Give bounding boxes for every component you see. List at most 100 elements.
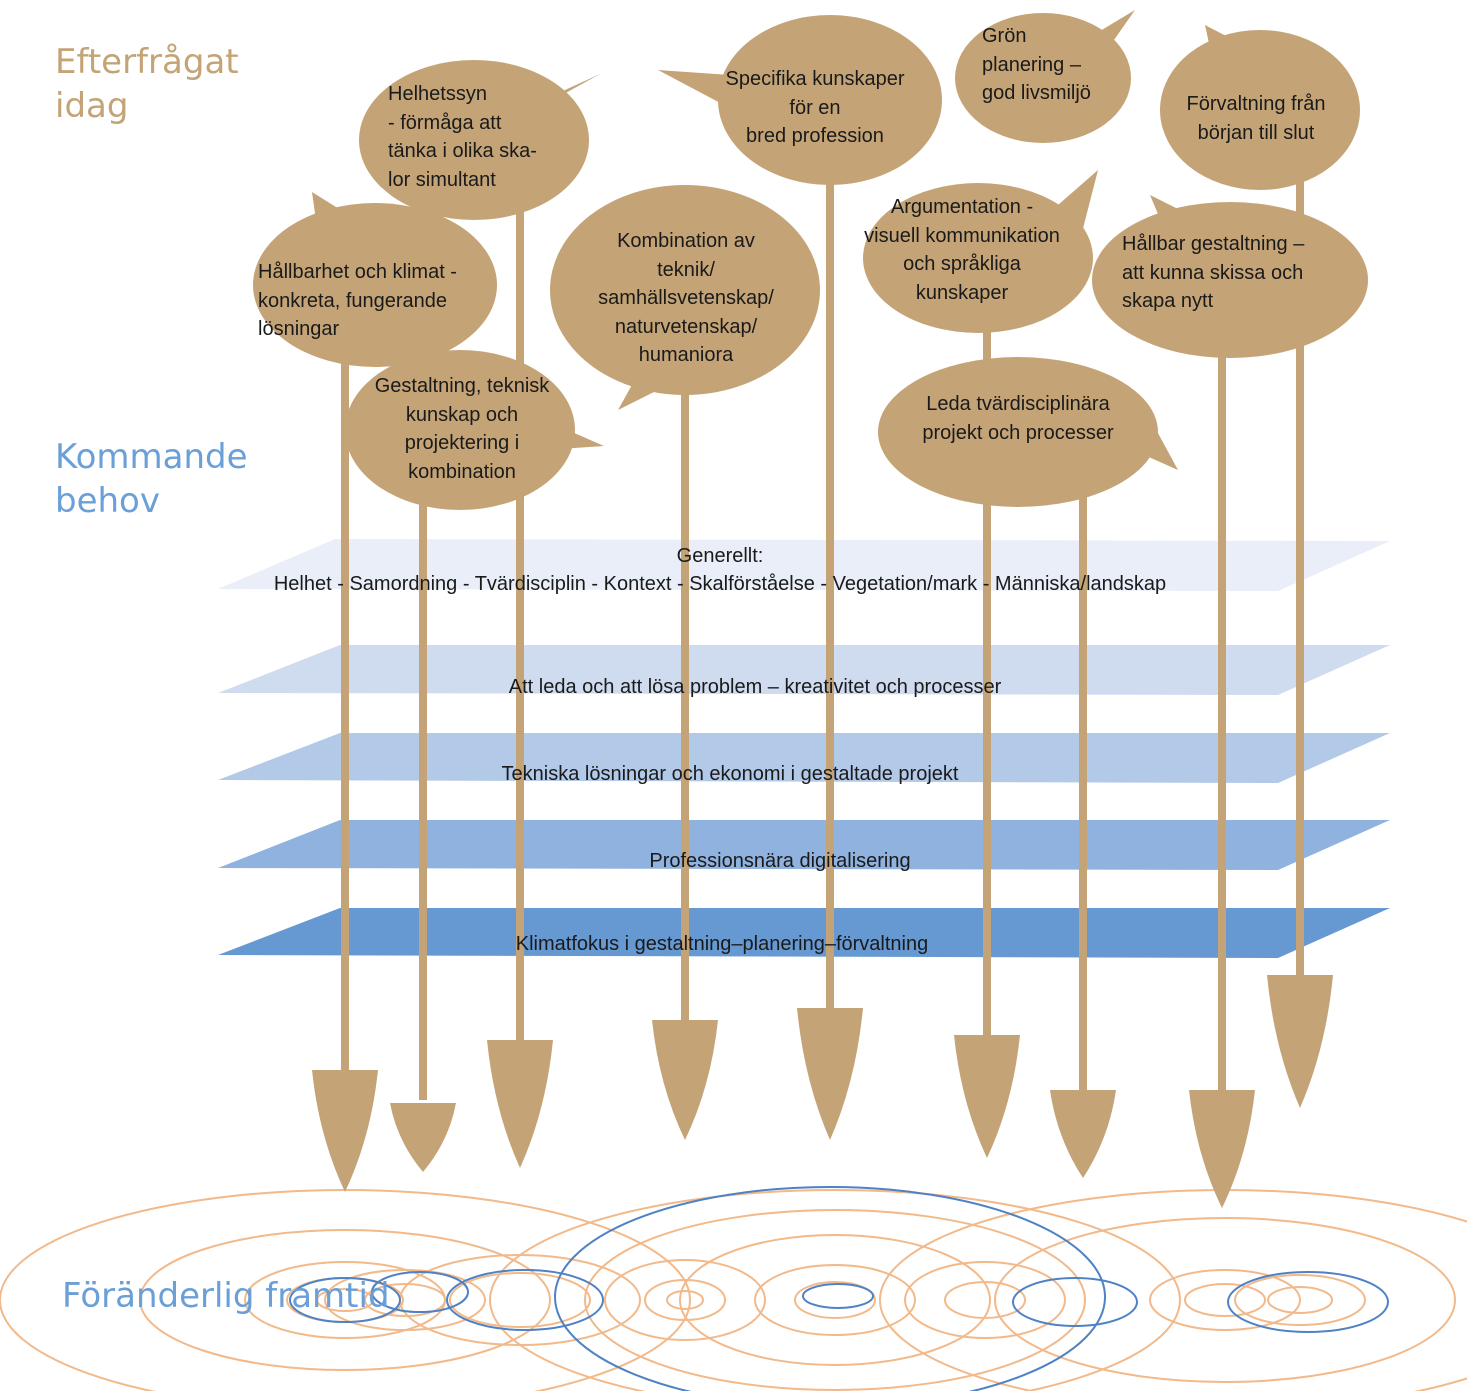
bubble-line: kunskaper <box>915 281 1009 304</box>
bubble-text: Kombination av teknik/samhällsvetenskap/n… <box>598 227 774 370</box>
bubble-text: Hållbar gestaltning –att kunna skissa oc… <box>1122 230 1304 316</box>
bubble-line: teknik/ <box>657 258 715 281</box>
bubble-tail <box>1050 170 1098 248</box>
layer-label: Helhet - Samordning - Tvärdisciplin - Ko… <box>273 573 1167 595</box>
bubble-line: lor simultant <box>388 168 496 191</box>
bubble-line: naturvetenskap/ <box>614 315 758 338</box>
arrow-head <box>390 1103 456 1172</box>
layer-label: Tekniska lösningar och ekonomi i gestalt… <box>501 763 959 785</box>
arrow-head <box>1050 1090 1116 1178</box>
bubble-line: samhällsvetenskap/ <box>598 287 774 309</box>
ripple-ring <box>1267 1286 1333 1314</box>
ripple-ring-blue <box>1012 1277 1138 1327</box>
ripple-ring <box>316 1288 374 1312</box>
ripple-ring <box>944 1281 1026 1319</box>
ripple-ring <box>904 1261 1066 1339</box>
ripple-ring-blue <box>446 1269 604 1331</box>
layer-plane <box>218 539 1390 591</box>
ripple-ring <box>584 1209 1086 1391</box>
bubble-line: för en <box>789 96 841 119</box>
label-coming-needs: Kommande behov <box>55 435 248 523</box>
bubble-line: god livsmiljö <box>982 82 1091 104</box>
label-changing-future: Föränderlig framtid <box>62 1276 390 1316</box>
layer-plane <box>218 908 1390 958</box>
speech-bubble <box>863 183 1093 333</box>
bubble-text: Argumentation - visuell kommunikation och … <box>864 193 1060 307</box>
bubble-line: och språkliga <box>903 253 1021 275</box>
bubble-line: Gestaltning, teknisk <box>374 375 550 397</box>
arrow-head <box>954 1035 1020 1158</box>
speech-bubble <box>718 15 942 185</box>
bubble-line: tänka i olika ska- <box>388 140 537 162</box>
speech-bubble <box>878 357 1158 507</box>
label-demanded-today-line-1: Efterfrågat <box>55 42 239 82</box>
bubble-line: humaniora <box>638 344 734 366</box>
ripple-ring <box>1149 1269 1301 1331</box>
label-demanded-today-line-2: idag <box>55 86 129 126</box>
bubble-line: Förvaltning från <box>1186 93 1326 115</box>
ripple-ring <box>794 1281 876 1319</box>
ripple-ring-blue <box>554 1186 1106 1391</box>
ripple-ring <box>364 1283 446 1317</box>
layer-label: Professionsnära digitalisering <box>649 850 911 872</box>
speech-bubble <box>359 60 589 220</box>
bubble-text: Gestaltning, teknisk kunskap och projekter… <box>375 372 550 486</box>
label-coming-needs-line-2: behov <box>55 481 160 521</box>
arrow-head <box>1267 975 1333 1108</box>
bubble-line: - förmåga att <box>388 111 502 134</box>
ripple-ring-blue <box>1227 1271 1389 1333</box>
bubble-line: Argumentation - <box>890 196 1034 218</box>
ripple-ring <box>604 1259 766 1341</box>
bubble-tail <box>658 70 730 105</box>
bubble-line: Leda tvärdisciplinära <box>926 393 1110 415</box>
bubble-line: projektering i <box>404 432 520 454</box>
bubble-line: kunskap och <box>405 403 519 426</box>
speech-bubble <box>1160 30 1360 190</box>
arrow-head <box>1189 1090 1255 1208</box>
ripple-ring <box>139 1229 551 1371</box>
bubble-text: Helhetssyn - förmåga att tänka i olika ska… <box>388 80 537 194</box>
bubble-line: Hållbarhet och klimat - <box>258 261 457 283</box>
bubble-line: kombination <box>408 460 516 483</box>
bubble-line: skapa nytt <box>1122 290 1214 312</box>
ripple-ring <box>666 1290 704 1310</box>
bubble-line: Grön <box>982 25 1027 47</box>
speech-bubble <box>345 350 575 510</box>
ripple-ring <box>1184 1283 1266 1317</box>
bubble-line: bred profession <box>746 125 884 147</box>
layer-plane <box>218 645 1390 695</box>
bubble-text: Grön planering – god livsmiljö <box>982 22 1091 108</box>
bubble-line: Helhetssyn <box>388 83 487 105</box>
ripple-ring <box>994 1217 1456 1383</box>
speech-bubbles <box>253 10 1368 510</box>
ripple-ring <box>1234 1274 1366 1326</box>
bubble-line: att kunna skissa och <box>1122 261 1304 284</box>
bubble-line: planering – <box>982 53 1081 76</box>
bubble-line: visuell kommunikation <box>864 224 1060 247</box>
layer-label: Att leda och att lösa problem – kreativi… <box>508 676 1002 698</box>
label-coming-needs-line-1: Kommande <box>55 437 248 477</box>
speech-bubble <box>253 203 497 367</box>
ripple-ring-blue <box>289 1277 401 1323</box>
bubble-line: Kombination av <box>617 230 755 252</box>
ripple-ring <box>449 1272 591 1328</box>
layer-label: Klimatfokus i gestaltning–planering–förv… <box>515 933 929 955</box>
arrow-head <box>487 1040 553 1168</box>
arrow-shafts <box>341 130 1304 1100</box>
ripple-ring <box>644 1279 726 1321</box>
layer-plane <box>218 733 1390 783</box>
ripple-ring <box>324 1269 486 1331</box>
bubble-line: lösningar <box>258 318 340 340</box>
arrow-head <box>797 1008 863 1140</box>
speech-bubble <box>1092 202 1368 358</box>
arrow-head <box>652 1020 718 1140</box>
layer-planes <box>218 539 1390 958</box>
layer-plane <box>218 820 1390 870</box>
speech-bubble <box>550 185 820 395</box>
ripple-ring-blue <box>802 1283 874 1309</box>
ripple-ring <box>679 1234 991 1366</box>
